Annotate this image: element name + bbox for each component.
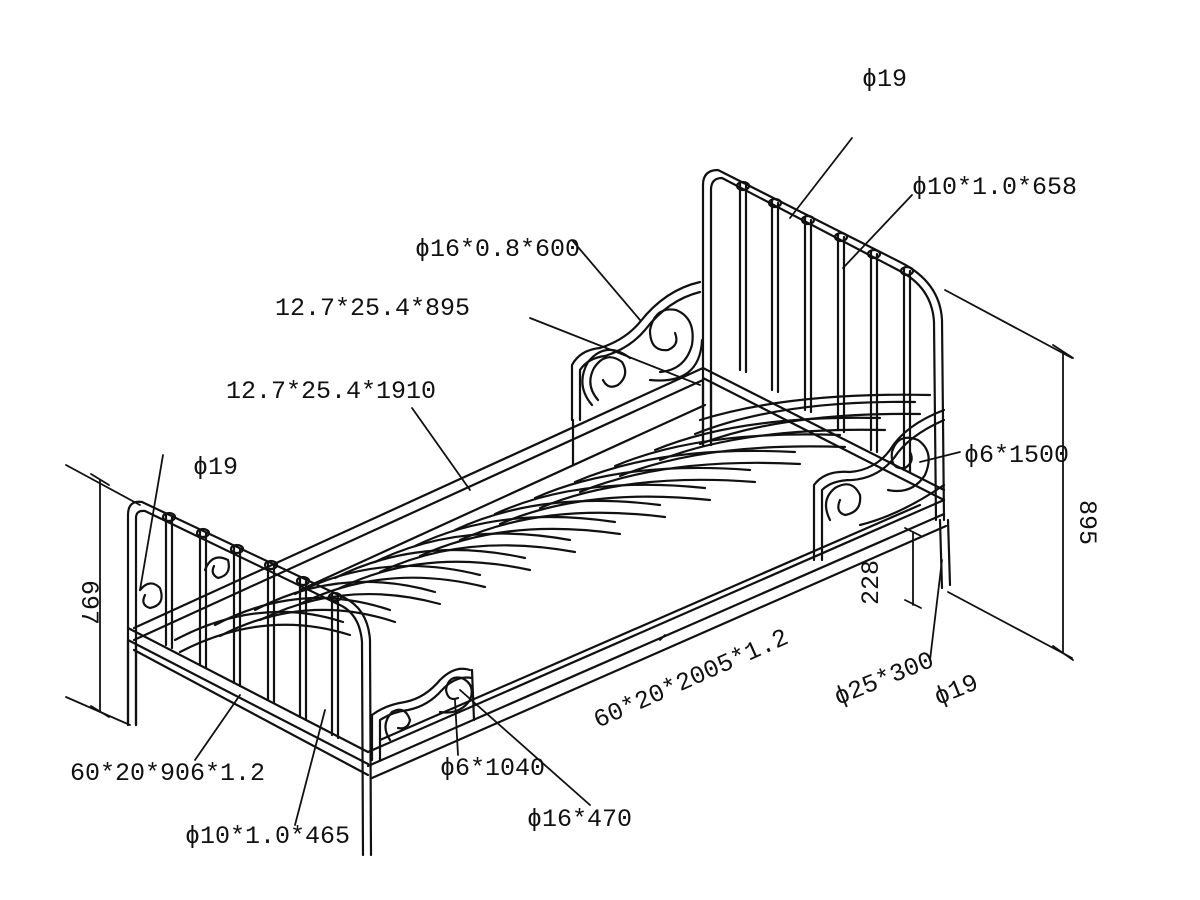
headboard xyxy=(701,168,952,590)
label-phi19-right: ϕ19 xyxy=(930,669,983,713)
slats xyxy=(173,393,932,654)
label-leg-25-300: ϕ25*300 xyxy=(830,646,938,712)
label-rail-1910: 12.7*25.4*1910 xyxy=(226,377,436,406)
label-dim-228: 228 xyxy=(857,560,886,605)
label-rail-895: 12.7*25.4*895 xyxy=(275,294,470,323)
dimension-labels: ϕ19 ϕ10*1.0*658 ϕ16*0.8*600 12.7*25.4*89… xyxy=(70,65,1101,851)
back-side-scroll-panel xyxy=(570,280,704,422)
side-rails xyxy=(126,366,948,780)
label-phi10-658: ϕ10*1.0*658 xyxy=(912,173,1077,202)
label-phi6-1040: ϕ6*1040 xyxy=(440,754,545,783)
label-phi19-left: ϕ19 xyxy=(193,453,238,482)
right-side-scroll-panel xyxy=(812,408,946,562)
label-phi19-top: ϕ19 xyxy=(862,65,907,94)
label-end-906: 60*20*906*1.2 xyxy=(70,759,265,788)
label-dim-697: 697 xyxy=(74,580,103,625)
front-side-scroll-panel xyxy=(370,667,476,762)
dimension-lines xyxy=(65,137,1074,826)
label-phi10-465: ϕ10*1.0*465 xyxy=(185,822,350,851)
footboard xyxy=(126,500,373,857)
label-dim-895: 895 xyxy=(1072,500,1101,545)
label-phi16-470: ϕ16*470 xyxy=(527,805,632,834)
label-phi6-1500: ϕ6*1500 xyxy=(964,441,1069,470)
label-phi16-600: ϕ16*0.8*600 xyxy=(415,235,580,264)
bed-frame-lines xyxy=(65,137,1074,857)
label-side-2005: 60*20*2005*1.2 xyxy=(589,623,793,735)
